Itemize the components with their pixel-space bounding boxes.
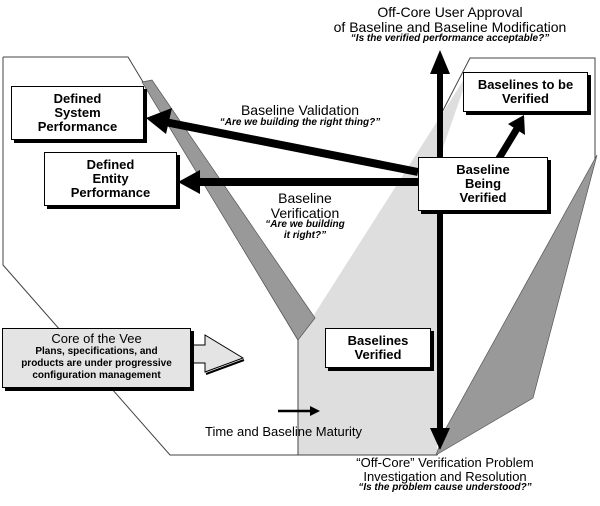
box-line: Baseline (456, 161, 510, 177)
box-line: Baselines (347, 332, 409, 348)
bottom-annotation-title-1: “Off-Core” Verification Problem (356, 455, 534, 470)
verification-arrow-head (178, 170, 200, 194)
box-line: Performance (37, 119, 118, 135)
to-be-verified-arrow-head (508, 115, 525, 135)
top-annotation-title-2: of Baseline and Baseline Modification (333, 18, 567, 35)
defined-entity-performance-box: Defined Entity Performance (44, 152, 177, 206)
validation-arrow-head (146, 108, 172, 134)
right-gray-band (435, 154, 598, 456)
core-of-the-vee-box: Core of the Vee Plans, specifications, a… (2, 328, 191, 388)
verification-label: Baseline Verification “Are we building i… (245, 191, 365, 241)
arrow-down-head (430, 428, 450, 450)
verification-question-2: it right?” (283, 229, 327, 241)
validation-question: “Are we building the right thing?” (219, 116, 381, 128)
to-be-verified-arrow-line (495, 125, 521, 162)
box-line: Verified (502, 91, 549, 106)
box-line: Defined (53, 90, 102, 106)
validation-title: Baseline Validation (240, 102, 360, 118)
core-line-3: configuration management (32, 370, 161, 381)
vee-outline-right (298, 57, 596, 456)
box-line: Defined (86, 156, 135, 172)
bottom-annotation-title-2: Investigation and Resolution (363, 468, 527, 484)
bottom-annotation: “Off-Core” Verification Problem Investig… (320, 456, 570, 494)
box-line: Verified (354, 347, 402, 362)
box-line: Performance (70, 185, 151, 201)
time-arrow-head (310, 406, 320, 416)
core-pointer-arrow-shadow (205, 359, 245, 375)
box-line: System (54, 104, 101, 120)
top-annotation: Off-Core User Approval of Baseline and B… (300, 5, 600, 45)
baseline-being-verified-box: Baseline Being Verified (418, 157, 548, 211)
bottom-annotation-question: “Is the problem cause understood?” (358, 482, 532, 494)
box-line: Being (464, 175, 502, 191)
defined-system-performance-box: Defined System Performance (11, 86, 144, 140)
box-line: Baselines to be (477, 76, 574, 92)
core-line-2: products are under progressive (21, 358, 172, 369)
arrow-up-head (430, 50, 450, 74)
validation-label: Baseline Validation “Are we building the… (200, 103, 400, 128)
left-gray-band (141, 79, 316, 341)
verification-question-1: “Are we building (265, 219, 345, 231)
baselines-to-be-verified-box: Baselines to be Verified (463, 72, 588, 112)
core-title: Core of the Vee (51, 331, 142, 346)
core-line-1: Plans, specifications, and (35, 346, 158, 357)
box-line: Verified (459, 190, 507, 206)
box-line: Entity (92, 170, 129, 186)
top-annotation-title-1: Off-Core User Approval (377, 4, 523, 20)
time-axis-label: Time and Baseline Maturity (205, 424, 363, 439)
core-pointer-arrow (187, 334, 245, 373)
baselines-verified-box: Baselines Verified (325, 328, 431, 368)
verification-title-2: Verification (270, 204, 340, 221)
validation-arrow-line (164, 118, 419, 176)
top-annotation-question: “Is the verified performance acceptable?… (350, 33, 550, 45)
verification-title-1: Baseline (278, 190, 332, 206)
